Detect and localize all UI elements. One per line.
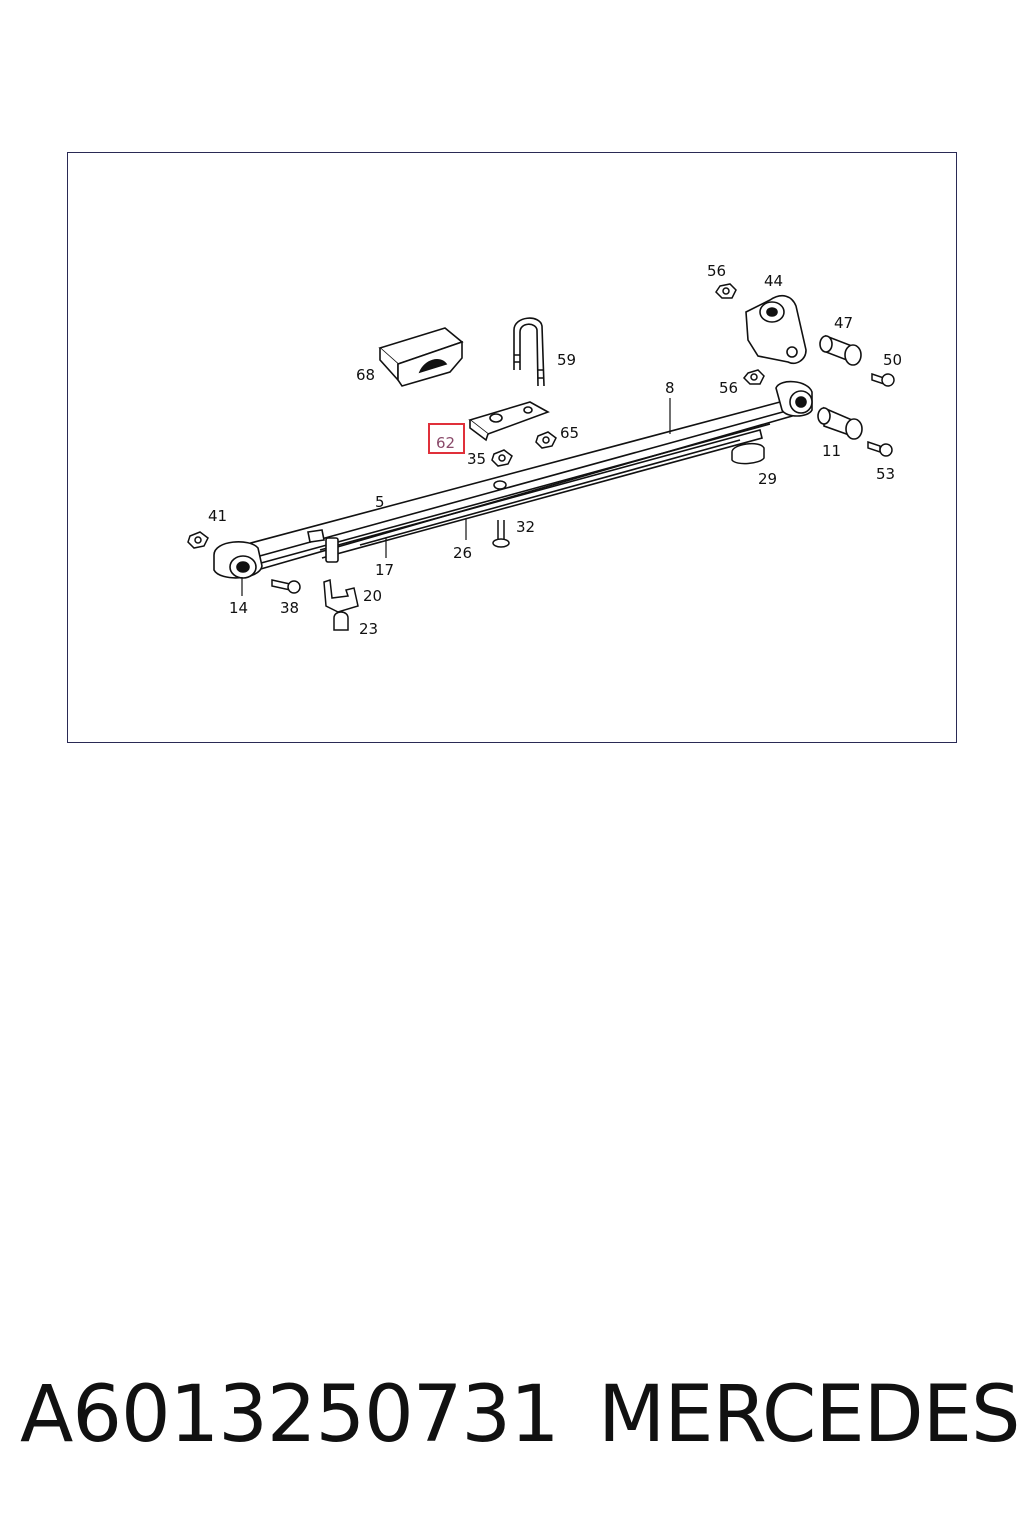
spring-plate-62 bbox=[468, 401, 550, 442]
callout-62: 62 bbox=[436, 434, 455, 452]
callout-35: 35 bbox=[467, 450, 486, 468]
callout-50: 50 bbox=[883, 351, 902, 369]
bump-stop-68 bbox=[378, 327, 464, 387]
bushing-11 bbox=[817, 406, 863, 440]
shackle-44 bbox=[745, 294, 807, 365]
front-eye-14 bbox=[213, 541, 263, 579]
bushing-47 bbox=[819, 334, 862, 366]
rear-eye-8 bbox=[775, 380, 813, 417]
callout-11: 11 bbox=[822, 442, 841, 460]
highlight-box-62 bbox=[428, 423, 465, 454]
callout-8: 8 bbox=[665, 379, 675, 397]
callout-59: 59 bbox=[557, 351, 576, 369]
callout-26: 26 bbox=[453, 544, 472, 562]
callout-23: 23 bbox=[359, 620, 378, 638]
callout-14: 14 bbox=[229, 599, 248, 617]
bolt-53 bbox=[867, 440, 893, 457]
callout-65: 65 bbox=[560, 424, 579, 442]
callout-47: 47 bbox=[834, 314, 853, 332]
leader-lines bbox=[241, 398, 671, 596]
callout-labels: 56 44 47 50 68 59 8 56 62 65 35 11 53 29… bbox=[208, 262, 902, 638]
leaf-spring-diagram: 56 44 47 50 68 59 8 56 62 65 35 11 53 29… bbox=[187, 262, 902, 638]
callout-20: 20 bbox=[363, 587, 382, 605]
callout-17: 17 bbox=[375, 561, 394, 579]
u-bolt-59 bbox=[513, 317, 545, 387]
callout-56a: 56 bbox=[707, 262, 726, 280]
part-number: A6013250731 bbox=[20, 1370, 560, 1460]
diagram-frame bbox=[67, 152, 957, 743]
callout-44: 44 bbox=[764, 272, 783, 290]
callout-29: 29 bbox=[758, 470, 777, 488]
brand-name: MERCEDES bbox=[598, 1370, 1020, 1460]
leaf-spring bbox=[230, 397, 808, 576]
callout-41: 41 bbox=[208, 507, 227, 525]
callout-53: 53 bbox=[876, 465, 895, 483]
callout-38: 38 bbox=[280, 599, 299, 617]
callout-56b: 56 bbox=[719, 379, 738, 397]
callout-32: 32 bbox=[516, 518, 535, 536]
hardware bbox=[187, 283, 765, 631]
callout-5: 5 bbox=[375, 493, 385, 511]
bolt-50 bbox=[871, 372, 895, 387]
spring-clamp bbox=[307, 529, 339, 563]
callout-68: 68 bbox=[356, 366, 375, 384]
caption: A6013250731 MERCEDES bbox=[0, 1370, 1024, 1470]
